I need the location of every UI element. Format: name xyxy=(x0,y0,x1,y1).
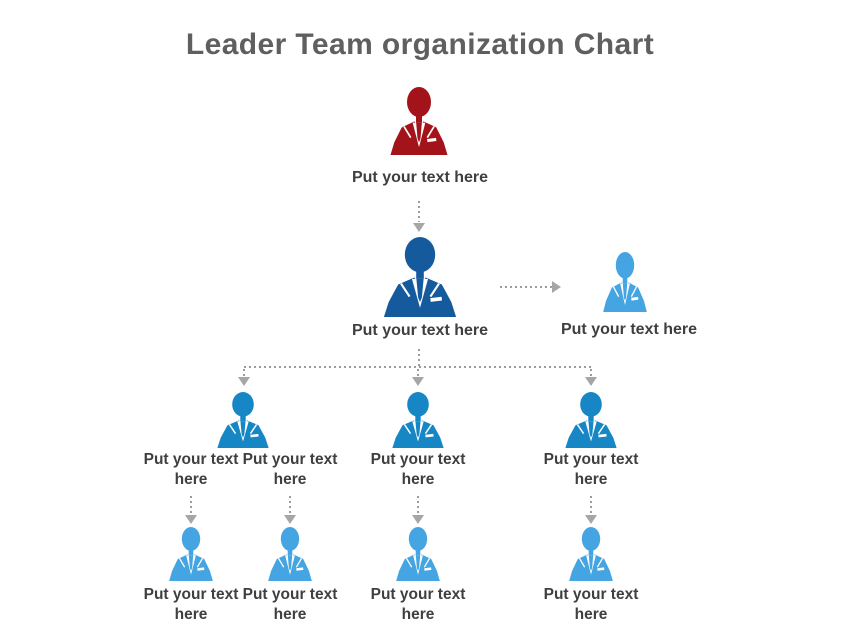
manager-label: Put your text here xyxy=(543,451,639,488)
arrowhead-report-2 xyxy=(284,515,296,524)
connector-ceo-director xyxy=(418,201,420,222)
report-label: Put your text here xyxy=(370,586,466,623)
manager-person-icon xyxy=(216,392,270,448)
assistant-label: Put your text here xyxy=(560,321,698,338)
arrowhead-report-4 xyxy=(585,515,597,524)
report-label: Put your text here xyxy=(543,586,639,623)
connector-report-1 xyxy=(190,496,192,515)
connector-report-2 xyxy=(289,496,291,515)
connector-director-assistant xyxy=(500,286,552,288)
report-person-icon xyxy=(168,527,214,581)
branch-stub-manager-3 xyxy=(590,369,592,376)
director-person-icon xyxy=(382,237,458,317)
manager-label: Put your text here xyxy=(242,451,338,488)
director-label: Put your text here xyxy=(351,322,489,339)
manager-person-icon xyxy=(391,392,445,448)
report-person-icon xyxy=(267,527,313,581)
chart-title: Leader Team organization Chart xyxy=(185,28,655,61)
connector-report-4 xyxy=(590,496,592,515)
manager-label: Put your text here xyxy=(370,451,466,488)
manager-label: Put your text here xyxy=(143,451,239,488)
arrowhead-manager-1 xyxy=(238,377,250,386)
report-person-icon xyxy=(568,527,614,581)
ceo-person-icon xyxy=(389,87,449,155)
branch-line xyxy=(244,366,591,368)
connector-report-3 xyxy=(417,496,419,515)
report-label: Put your text here xyxy=(242,586,338,623)
manager-person-icon xyxy=(564,392,618,448)
report-person-icon xyxy=(395,527,441,581)
assistant-person-icon xyxy=(602,252,648,312)
arrowhead-director-assistant xyxy=(552,281,561,293)
report-label: Put your text here xyxy=(143,586,239,623)
ceo-label: Put your text here xyxy=(351,169,489,186)
arrowhead-manager-2 xyxy=(412,377,424,386)
arrowhead-report-1 xyxy=(185,515,197,524)
branch-stub-manager-2 xyxy=(417,369,419,376)
branch-stub-manager-1 xyxy=(243,369,245,376)
connector-director-branch xyxy=(418,349,420,366)
arrowhead-ceo-director xyxy=(413,223,425,232)
arrowhead-manager-3 xyxy=(585,377,597,386)
arrowhead-report-3 xyxy=(412,515,424,524)
